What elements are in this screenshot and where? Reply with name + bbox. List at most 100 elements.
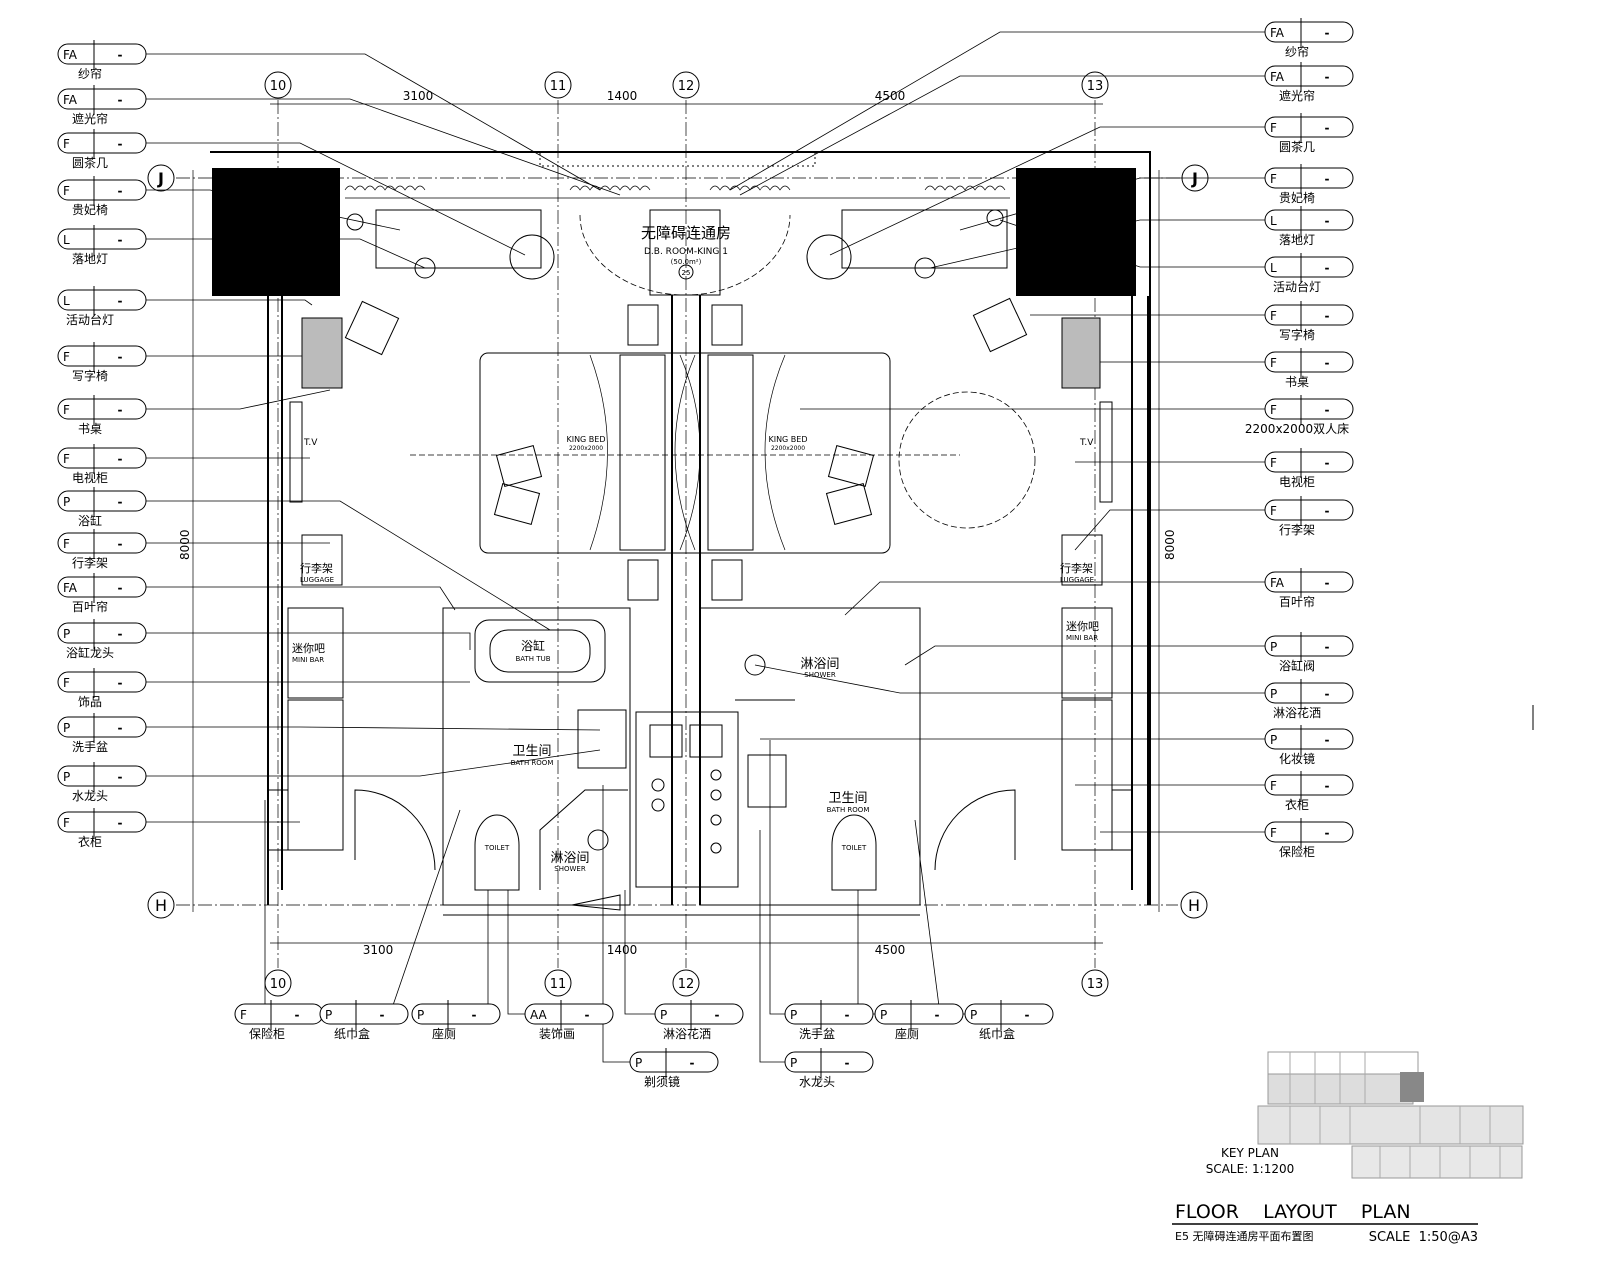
tag-value: - bbox=[118, 770, 123, 784]
tag-right-2[interactable]: F-圆茶几 bbox=[1264, 113, 1354, 154]
tag-right-1[interactable]: FA-遮光帘 bbox=[1264, 62, 1354, 103]
tag-bottom-2[interactable]: P-座厕 bbox=[411, 1000, 501, 1041]
tag-value: - bbox=[295, 1008, 300, 1022]
tag-code: F bbox=[1270, 309, 1277, 323]
tag-right-14[interactable]: P-化妆镜 bbox=[1264, 725, 1354, 766]
tag-right-15[interactable]: F-衣柜 bbox=[1264, 771, 1354, 812]
tag-value: - bbox=[118, 452, 123, 466]
minibar-en-right: MINI BAR bbox=[1066, 634, 1098, 642]
tag-code: F bbox=[1270, 826, 1277, 840]
tag-label: 保险柜 bbox=[1279, 844, 1315, 859]
luggage-en-left: LUGGAGE bbox=[300, 576, 334, 584]
tag-label: 纱帘 bbox=[1285, 44, 1309, 59]
svg-text:10: 10 bbox=[270, 79, 287, 94]
tag-code: P bbox=[660, 1008, 667, 1022]
tag-value: - bbox=[118, 816, 123, 830]
tag-bottom-9[interactable]: P-水龙头 bbox=[784, 1048, 874, 1089]
bed-size-left: 2200x2000 bbox=[569, 445, 603, 452]
tag-left-16[interactable]: F-衣柜 bbox=[57, 808, 147, 849]
bathtub bbox=[474, 619, 606, 683]
tag-bottom-8[interactable]: P-纸巾盒 bbox=[964, 1000, 1054, 1041]
tag-value: - bbox=[118, 721, 123, 735]
tag-right-5[interactable]: L-活动台灯 bbox=[1264, 253, 1354, 294]
tag-code: P bbox=[325, 1008, 332, 1022]
leader-line bbox=[857, 890, 875, 1015]
tag-right-10[interactable]: F-行李架 bbox=[1264, 496, 1354, 537]
leader-line bbox=[729, 31, 1265, 191]
leader-line bbox=[146, 500, 551, 631]
grid-bubble-12-bottom: 12 bbox=[672, 969, 700, 997]
tag-left-6[interactable]: F-写字椅 bbox=[57, 342, 147, 383]
tag-bottom-7[interactable]: P-座厕 bbox=[874, 1000, 964, 1041]
toilet-label-right: TOILET bbox=[841, 844, 867, 852]
tag-label: 纱帘 bbox=[78, 66, 102, 81]
tag-right-6[interactable]: F-写字椅 bbox=[1264, 301, 1354, 342]
tag-left-7[interactable]: F-书桌 bbox=[57, 395, 147, 436]
tag-bottom-3[interactable]: AA-装饰画 bbox=[524, 1000, 614, 1041]
tag-code: P bbox=[63, 495, 70, 509]
tag-left-12[interactable]: P-浴缸龙头 bbox=[57, 619, 147, 660]
tag-label: 衣柜 bbox=[1285, 797, 1309, 812]
tag-left-4[interactable]: L-落地灯 bbox=[57, 225, 147, 266]
svg-text:12: 12 bbox=[678, 977, 695, 992]
tag-left-14[interactable]: P-洗手盆 bbox=[57, 713, 147, 754]
leader-line bbox=[759, 830, 785, 1063]
tag-right-4[interactable]: L-落地灯 bbox=[1264, 206, 1354, 247]
grid-bubble-11-bottom: 11 bbox=[544, 969, 572, 997]
tag-value: - bbox=[1325, 26, 1330, 40]
tag-bottom-6[interactable]: P-洗手盆 bbox=[784, 1000, 874, 1041]
tag-right-16[interactable]: F-保险柜 bbox=[1264, 818, 1354, 859]
tag-bottom-0[interactable]: F-保险柜 bbox=[234, 1000, 324, 1041]
tag-code: F bbox=[1270, 456, 1277, 470]
tag-bottom-1[interactable]: P-纸巾盒 bbox=[319, 1000, 409, 1041]
tag-right-8[interactable]: F-2200x2000双人床 bbox=[1245, 395, 1354, 436]
tag-left-11[interactable]: FA-百叶帘 bbox=[57, 573, 147, 614]
svg-text:13: 13 bbox=[1087, 79, 1104, 94]
tag-right-9[interactable]: F-电视柜 bbox=[1264, 448, 1354, 489]
grid-bubble-J-right: J bbox=[1181, 164, 1209, 192]
tag-left-15[interactable]: P-水龙头 bbox=[57, 762, 147, 803]
tag-left-1[interactable]: FA-遮光帘 bbox=[57, 85, 147, 126]
tag-label: 水龙头 bbox=[799, 1075, 835, 1089]
tag-left-0[interactable]: FA-纱帘 bbox=[57, 40, 147, 81]
drawing-title: FLOOR LAYOUT PLAN bbox=[1175, 1201, 1411, 1223]
tag-bottom-5[interactable]: P -剃须镜 bbox=[629, 1048, 719, 1089]
tag-left-10[interactable]: F-行李架 bbox=[57, 529, 147, 570]
tag-label: 纸巾盒 bbox=[979, 1026, 1015, 1041]
tag-value: - bbox=[690, 1056, 695, 1070]
bed-size-right: 2200x2000 bbox=[771, 445, 805, 452]
svg-text:11: 11 bbox=[550, 79, 567, 94]
tag-code: P bbox=[63, 721, 70, 735]
tag-label: 遮光帘 bbox=[1279, 88, 1315, 103]
tag-code: FA bbox=[63, 48, 78, 62]
tag-code: F bbox=[1270, 172, 1277, 186]
tag-left-9[interactable]: P-浴缸 bbox=[57, 487, 147, 528]
tag-left-2[interactable]: F-圆茶几 bbox=[57, 129, 147, 170]
tag-right-0[interactable]: FA-纱帘 bbox=[1264, 18, 1354, 59]
tv-left: T.V bbox=[303, 438, 318, 448]
tag-right-7[interactable]: F-书桌 bbox=[1264, 348, 1354, 389]
column-right bbox=[1016, 168, 1136, 296]
tag-right-11[interactable]: FA-百叶帘 bbox=[1264, 568, 1354, 609]
tag-label: 纸巾盒 bbox=[334, 1026, 370, 1041]
room-name-cn: 无障碍连通房 bbox=[641, 224, 731, 242]
key-plan: KEY PLAN SCALE: 1:1200 bbox=[1206, 1051, 1524, 1179]
bathtub-cn: 浴缸 bbox=[521, 638, 545, 653]
tag-right-3[interactable]: F-贵妃椅 bbox=[1264, 164, 1354, 205]
tag-left-3[interactable]: F-贵妃椅 bbox=[57, 176, 147, 217]
tag-right-12[interactable]: P-浴缸阀 bbox=[1264, 632, 1354, 673]
tag-label: 剃须镜 bbox=[644, 1074, 680, 1089]
key-plan-title: KEY PLAN bbox=[1221, 1146, 1279, 1160]
tag-label: 衣柜 bbox=[78, 834, 102, 849]
tag-code: P bbox=[635, 1056, 642, 1070]
tag-left-13[interactable]: F-饰品 bbox=[57, 668, 147, 709]
luggage-cn-left: 行李架 bbox=[300, 561, 333, 575]
tag-right-13[interactable]: P-淋浴花洒 bbox=[1264, 679, 1354, 720]
grid-bubble-13-bottom: 13 bbox=[1081, 969, 1109, 997]
tag-bottom-4[interactable]: P-淋浴花洒 bbox=[654, 1000, 744, 1041]
tag-label: 贵妃椅 bbox=[72, 203, 108, 217]
grid-bubble-12-top: 12 bbox=[672, 71, 700, 99]
tag-left-8[interactable]: F-电视柜 bbox=[57, 444, 147, 485]
tag-left-5[interactable]: L-活动台灯 bbox=[57, 286, 147, 327]
